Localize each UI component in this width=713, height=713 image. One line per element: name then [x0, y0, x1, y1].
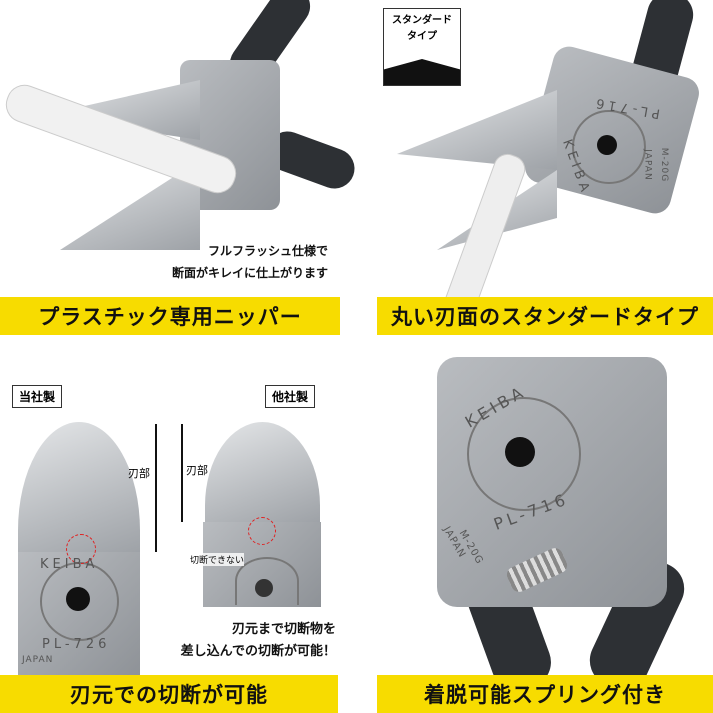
caption-line: フルフラッシュ仕様で — [207, 244, 328, 258]
pivot-hole — [66, 587, 90, 611]
engraving-code: M-20G — [659, 147, 670, 183]
cannot-cut-note: 切断できない — [190, 553, 245, 566]
panel-plastic-nipper: フルフラッシュ仕様で 断面がキレイに仕上がります — [0, 0, 356, 356]
badge-line: タイプ — [407, 31, 437, 42]
standard-type-badge: スタンダード タイプ — [383, 8, 461, 86]
caption-line: 刃元まで切断物を — [231, 622, 336, 637]
dimension-arrow-other — [181, 424, 183, 522]
engraving-model: PL-726 — [42, 637, 111, 652]
panel-standard-type: スタンダード タイプ KEIBA PL-716 JAPAN M-20G — [357, 0, 713, 356]
label-ours: 当社製 — [12, 385, 63, 408]
panel-base-cutting: 当社製 他社製 KEIBA PL-726 JAPAN 刃部 刃部 切断できない … — [0, 357, 356, 713]
caption-line: 断面がキレイに仕上がります — [171, 266, 328, 280]
banner-plastic-nipper: プラスチック専用ニッパー — [0, 297, 340, 335]
pivot-hole — [505, 437, 535, 467]
banner-spring: 着脱可能スプリング付き — [377, 675, 713, 713]
highlight-circle — [248, 517, 276, 545]
highlight-circle — [66, 534, 96, 564]
blade-label-other: 刃部 — [186, 464, 208, 477]
blade-upper — [397, 90, 557, 170]
pivot-hole — [255, 579, 273, 597]
badge-blade-shape — [384, 59, 460, 85]
engraving-origin: JAPAN — [22, 655, 54, 665]
pivot-ring — [572, 110, 646, 184]
dimension-arrow-ours — [155, 424, 157, 552]
badge-line: スタンダード — [392, 15, 452, 26]
feature-caption: 刃元まで切断物を 差し込んでの切断が可能！ — [181, 619, 336, 663]
pivot-hole — [597, 135, 617, 155]
panel-spring: KEIBA PL-716 JAPAN M-20G — [357, 357, 713, 713]
label-other: 他社製 — [265, 385, 316, 408]
engraving-brand: KEIBA — [40, 557, 99, 572]
pivot-ring — [467, 397, 581, 511]
blade-ours — [18, 422, 140, 552]
blade-label-ours: 刃部 — [128, 467, 150, 480]
caption-line: 差し込んでの切断が可能！ — [180, 644, 336, 659]
banner-base-cutting: 刃元での切断が可能 — [0, 675, 338, 713]
engraving-origin: JAPAN — [642, 149, 653, 181]
blade-other — [205, 422, 320, 522]
banner-standard-type: 丸い刃面のスタンダードタイプ — [377, 297, 713, 335]
feature-caption: フルフラッシュ仕様で 断面がキレイに仕上がります — [172, 240, 328, 284]
pivot-ring — [235, 557, 299, 605]
